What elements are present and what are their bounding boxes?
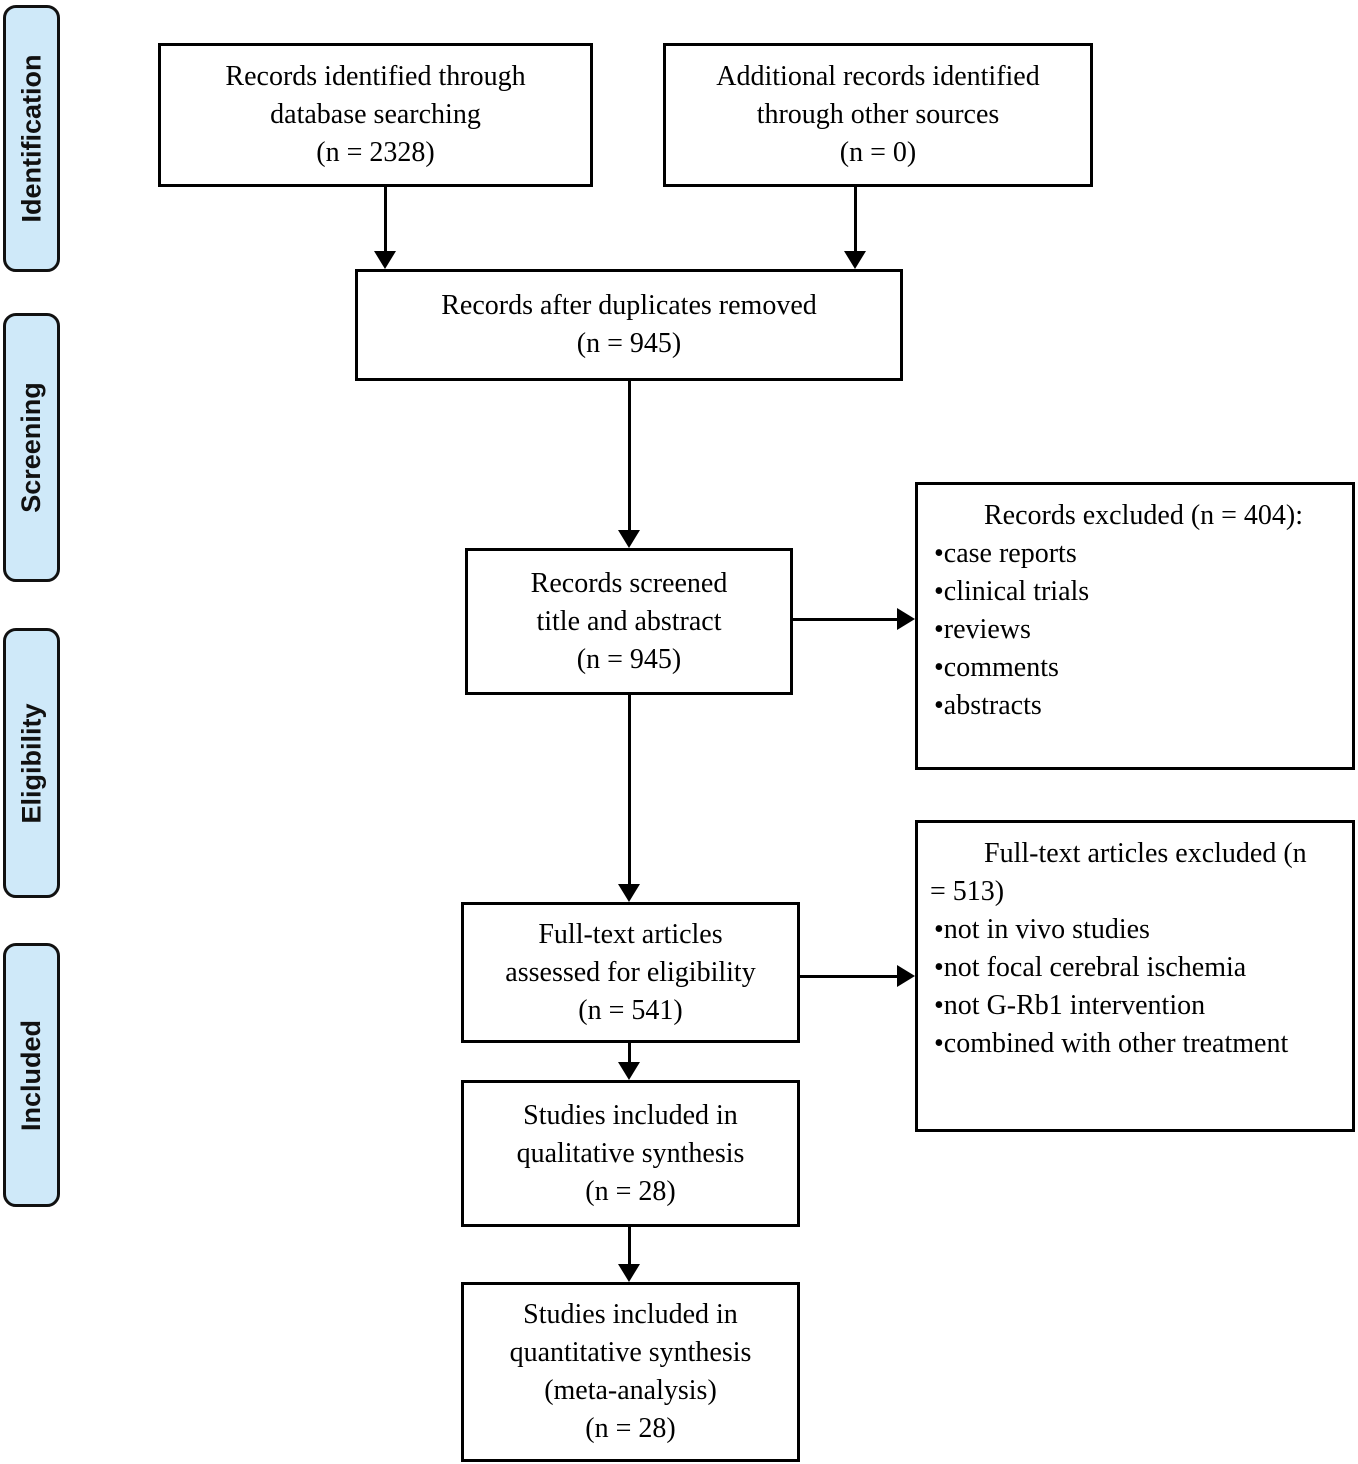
- arrow-duplicates-to-screened-head: [618, 530, 640, 548]
- box-additional-records: Additional records identified through ot…: [663, 43, 1093, 187]
- box-records-excluded-bullets: •case reports •clinical trials •reviews …: [934, 538, 1090, 721]
- box-fulltext-excluded-title-line2: = 513): [930, 876, 1005, 907]
- arrow-identified-to-duplicates-line: [384, 187, 387, 253]
- arrow-qualitative-to-quantitative-line: [628, 1227, 631, 1266]
- arrow-screened-to-excluded-head: [897, 608, 915, 630]
- arrow-duplicates-to-screened-line: [628, 381, 631, 532]
- stage-tab-included: Included: [3, 943, 60, 1207]
- box-after-duplicates: Records after duplicates removed (n = 94…: [355, 269, 903, 381]
- stage-tab-screening-label: Screening: [16, 382, 47, 513]
- box-quantitative-synthesis: Studies included in quantitative synthes…: [461, 1282, 800, 1462]
- box-qualitative-synthesis-text: Studies included in qualitative synthesi…: [516, 1099, 745, 1207]
- arrow-fulltext-to-qualitative-line: [628, 1043, 631, 1064]
- box-additional-records-text: Additional records identified through ot…: [716, 61, 1040, 168]
- stage-tab-eligibility-label: Eligibility: [16, 702, 47, 824]
- arrow-fulltext-to-qualitative-head: [618, 1062, 640, 1080]
- box-fulltext-excluded-bullets: •not in vivo studies •not focal cerebral…: [934, 914, 1289, 1059]
- arrow-fulltext-to-excluded-line: [800, 975, 899, 978]
- arrow-identified-to-duplicates-head: [374, 251, 396, 269]
- box-after-duplicates-text: Records after duplicates removed (n = 94…: [441, 290, 817, 359]
- box-quantitative-synthesis-text: Studies included in quantitative synthes…: [509, 1299, 752, 1444]
- stage-tab-included-label: Included: [16, 1019, 47, 1131]
- box-fulltext-excluded: Full-text articles excluded (n = 513) •n…: [915, 820, 1355, 1132]
- box-records-screened-text: Records screened title and abstract (n =…: [530, 567, 728, 675]
- stage-tab-identification-label: Identification: [16, 54, 46, 223]
- box-fulltext-assessed-text: Full-text articles assessed for eligibil…: [505, 918, 756, 1026]
- arrow-screened-to-fulltext-line: [628, 695, 631, 886]
- arrow-additional-to-duplicates-head: [844, 251, 866, 269]
- box-records-excluded-title: Records excluded (n = 404):: [984, 500, 1304, 531]
- stage-tab-eligibility: Eligibility: [3, 628, 60, 898]
- arrow-additional-to-duplicates-line: [854, 187, 857, 253]
- box-records-identified-text: Records identified through database sear…: [225, 61, 526, 168]
- box-qualitative-synthesis: Studies included in qualitative synthesi…: [461, 1080, 800, 1227]
- box-records-screened: Records screened title and abstract (n =…: [465, 548, 793, 695]
- arrow-screened-to-fulltext-head: [618, 884, 640, 902]
- stage-tab-identification: Identification: [3, 5, 60, 272]
- box-fulltext-assessed: Full-text articles assessed for eligibil…: [461, 902, 800, 1043]
- arrow-fulltext-to-excluded-head: [897, 965, 915, 987]
- arrow-screened-to-excluded-line: [793, 618, 899, 621]
- box-fulltext-excluded-title-line1: Full-text articles excluded (n: [984, 838, 1307, 869]
- box-records-identified: Records identified through database sear…: [158, 43, 593, 187]
- stage-tab-screening: Screening: [3, 313, 60, 582]
- box-records-excluded: Records excluded (n = 404): •case report…: [915, 482, 1355, 770]
- arrow-qualitative-to-quantitative-head: [618, 1264, 640, 1282]
